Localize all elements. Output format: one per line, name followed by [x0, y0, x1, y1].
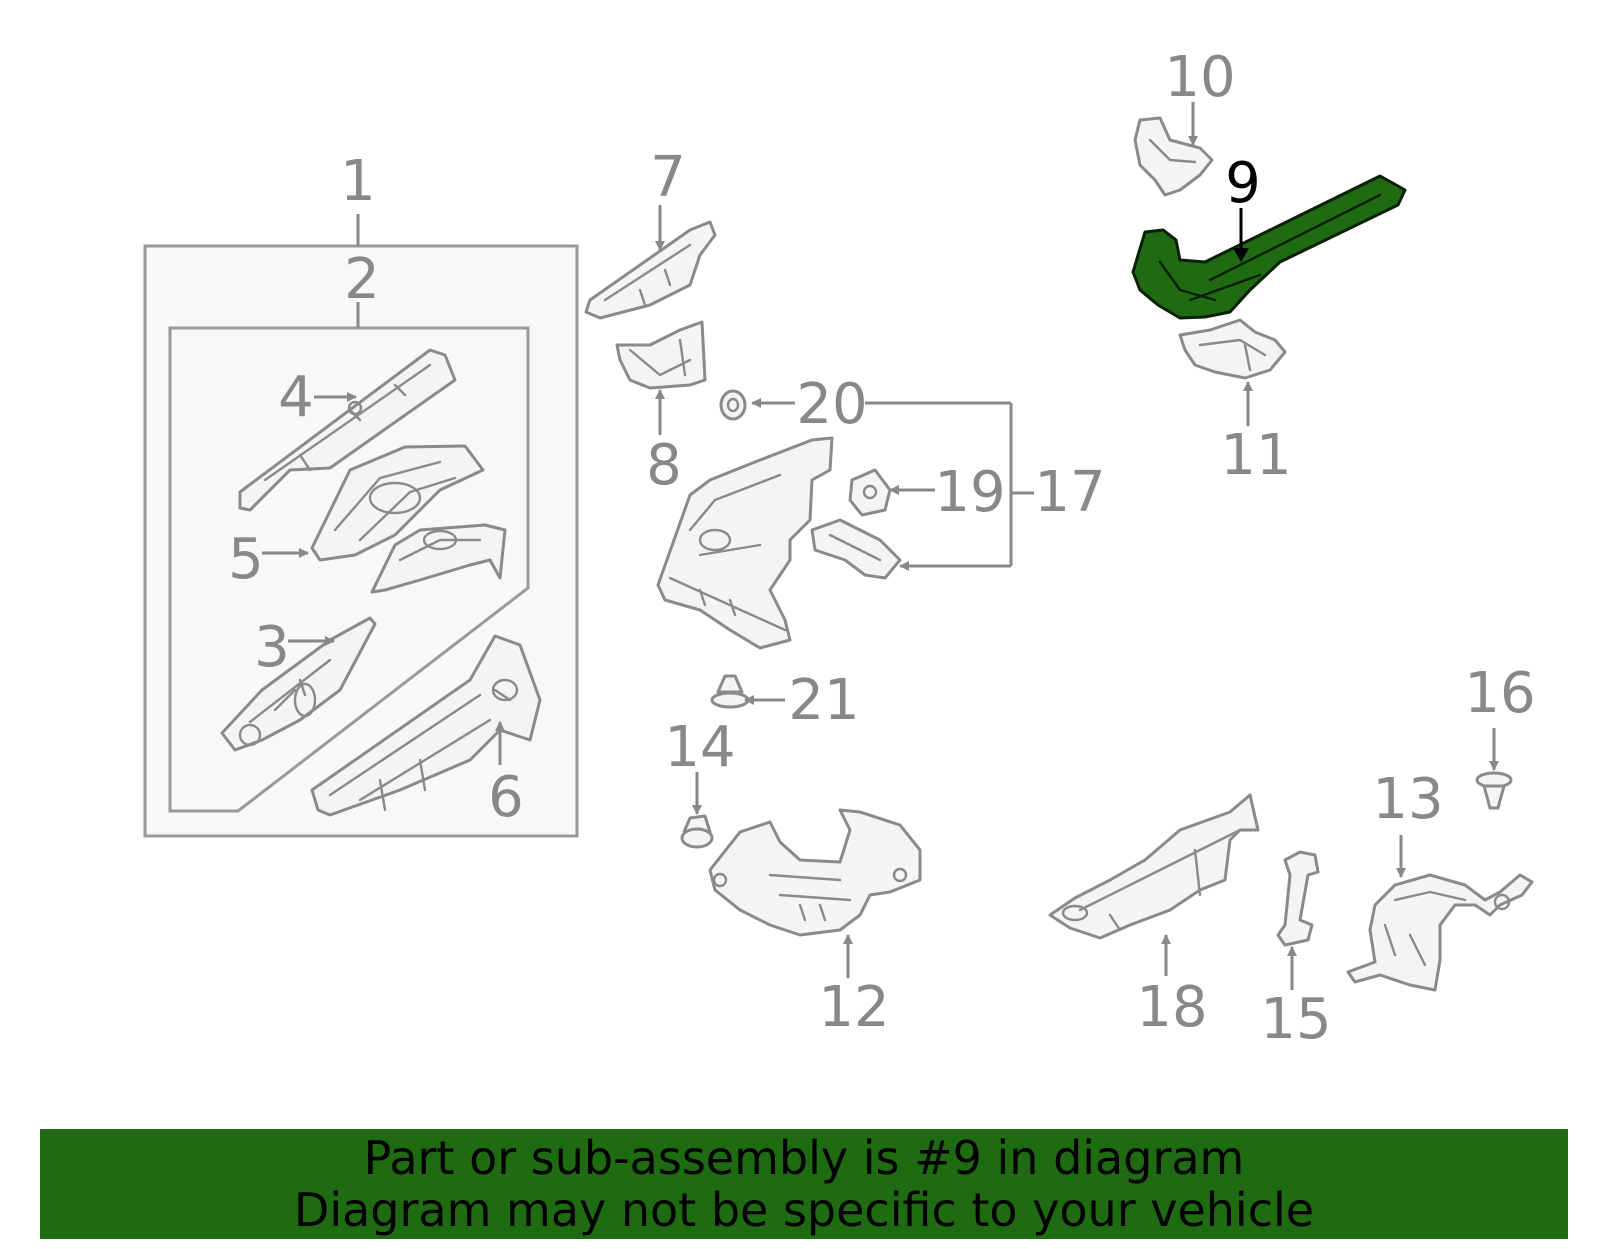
- assembly-box-2: [168, 326, 530, 813]
- part-6-frame-rail[interactable]: [310, 634, 542, 817]
- callout-9: 9: [1225, 151, 1261, 216]
- part-21-screw[interactable]: [710, 674, 750, 709]
- part-9-extension-highlighted[interactable]: [1131, 174, 1407, 320]
- part-17-deflector[interactable]: [810, 518, 902, 580]
- callout-21: 21: [788, 668, 859, 733]
- leaders: [262, 102, 1499, 990]
- callout-16: 16: [1464, 661, 1535, 726]
- callout-18: 18: [1136, 975, 1207, 1040]
- banner-line-2: Diagram may not be specific to your vehi…: [293, 1183, 1315, 1237]
- part-5-apron[interactable]: [370, 523, 507, 594]
- callout-12: 12: [818, 975, 889, 1040]
- callout-2: 2: [344, 247, 380, 312]
- callout-1: 1: [340, 149, 376, 214]
- part-3-bracket[interactable]: [220, 616, 377, 752]
- part-5-inner-panel[interactable]: [310, 444, 485, 562]
- part-14-clip[interactable]: [680, 814, 714, 849]
- callout-17: 17: [1034, 460, 1105, 525]
- callout-14: 14: [664, 715, 735, 780]
- part-16-push-clip[interactable]: [1475, 771, 1513, 810]
- part-11-bracket[interactable]: [1178, 318, 1287, 380]
- part-19-clip[interactable]: [848, 468, 892, 517]
- callout-6: 6: [488, 765, 524, 830]
- part-7-bracket[interactable]: [584, 220, 717, 320]
- callout-3: 3: [254, 615, 290, 680]
- info-banner: Part or sub-assembly is #9 in diagram Di…: [40, 1129, 1568, 1239]
- part-18-shield[interactable]: [1048, 793, 1260, 940]
- callout-10: 10: [1164, 45, 1235, 110]
- part-17-splash-shield[interactable]: [656, 436, 834, 650]
- callout-4: 4: [278, 365, 314, 430]
- callout-13: 13: [1372, 767, 1443, 832]
- part-12-wheel-liner[interactable]: [708, 808, 922, 937]
- callout-20: 20: [796, 372, 867, 437]
- part-15-hanger[interactable]: [1276, 850, 1320, 947]
- part-13-inner-fender[interactable]: [1346, 873, 1534, 992]
- callout-15: 15: [1260, 987, 1331, 1052]
- part-4-rail[interactable]: [238, 348, 457, 512]
- callout-11: 11: [1220, 423, 1291, 488]
- callout-8: 8: [646, 433, 682, 498]
- part-8-bracket[interactable]: [615, 320, 707, 390]
- part-10-bracket[interactable]: [1133, 116, 1214, 197]
- callout-7: 7: [650, 145, 686, 210]
- part-20-nut[interactable]: [719, 389, 747, 421]
- callout-19: 19: [934, 460, 1005, 525]
- callout-5: 5: [228, 527, 264, 592]
- banner-line-1: Part or sub-assembly is #9 in diagram: [363, 1131, 1245, 1185]
